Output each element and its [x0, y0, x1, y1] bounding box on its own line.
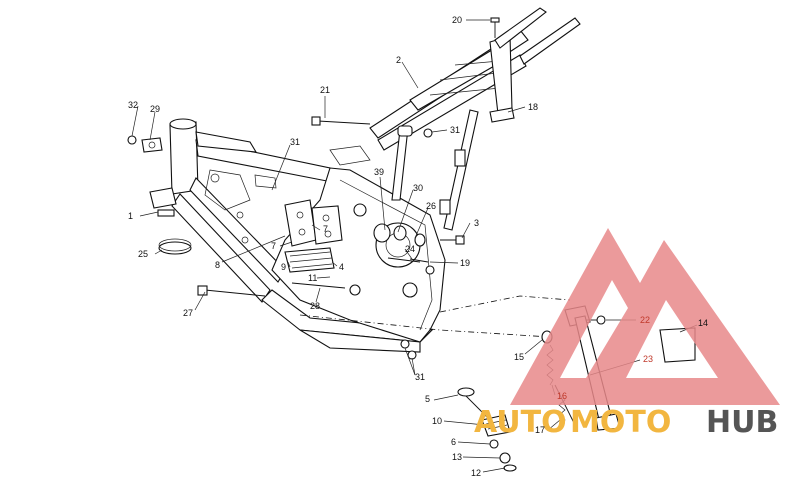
callout-24: 24: [405, 244, 415, 254]
callout-32: 32: [128, 100, 138, 110]
callout-15: 15: [514, 352, 524, 362]
callout-19: 19: [460, 258, 470, 268]
callout-30: 30: [413, 183, 423, 193]
callout-31-bottom: 31: [415, 372, 425, 382]
callout-5: 5: [425, 394, 430, 404]
callout-18: 18: [528, 102, 538, 112]
watermark-text-auto: AUTO: [474, 405, 567, 440]
watermark-text-moto: MOTO: [570, 405, 671, 440]
callout-22: 22: [640, 315, 650, 325]
callout-2: 2: [396, 55, 401, 65]
callout-16: 16: [557, 391, 567, 401]
callout-31-left: 31: [290, 137, 300, 147]
callout-31-top: 31: [450, 125, 460, 135]
callout-6: 6: [451, 437, 456, 447]
leader-lines: [131, 19, 698, 473]
callout-28: 28: [310, 301, 320, 311]
callout-20: 20: [452, 15, 462, 25]
callout-7-left: 7: [271, 241, 276, 251]
callout-10: 10: [432, 416, 442, 426]
watermark-triangle-icon: [510, 228, 780, 405]
callout-1: 1: [128, 211, 133, 221]
callout-26: 26: [426, 201, 436, 211]
callout-11: 11: [308, 273, 317, 283]
callout-23: 23: [643, 354, 653, 364]
callout-3: 3: [474, 218, 479, 228]
callout-7-right: 7: [323, 224, 328, 234]
watermark-text-hub: HUB: [706, 405, 778, 440]
callout-labels: 20 2 32 29 21 18 31 31 39 30 26 3 1 7 7 …: [128, 15, 708, 478]
callout-4: 4: [339, 262, 344, 272]
callout-9: 9: [281, 262, 286, 272]
callout-8: 8: [215, 260, 220, 270]
callout-27: 27: [183, 308, 193, 318]
callout-29: 29: [150, 104, 160, 114]
callout-39: 39: [374, 167, 384, 177]
callout-17: 17: [535, 425, 545, 435]
callout-21: 21: [320, 85, 330, 95]
watermark-logo: AUTO MOTO HUB: [474, 228, 780, 440]
callout-14: 14: [698, 318, 708, 328]
callout-25: 25: [138, 249, 148, 259]
callout-12: 12: [471, 468, 481, 478]
callout-13: 13: [452, 452, 462, 462]
